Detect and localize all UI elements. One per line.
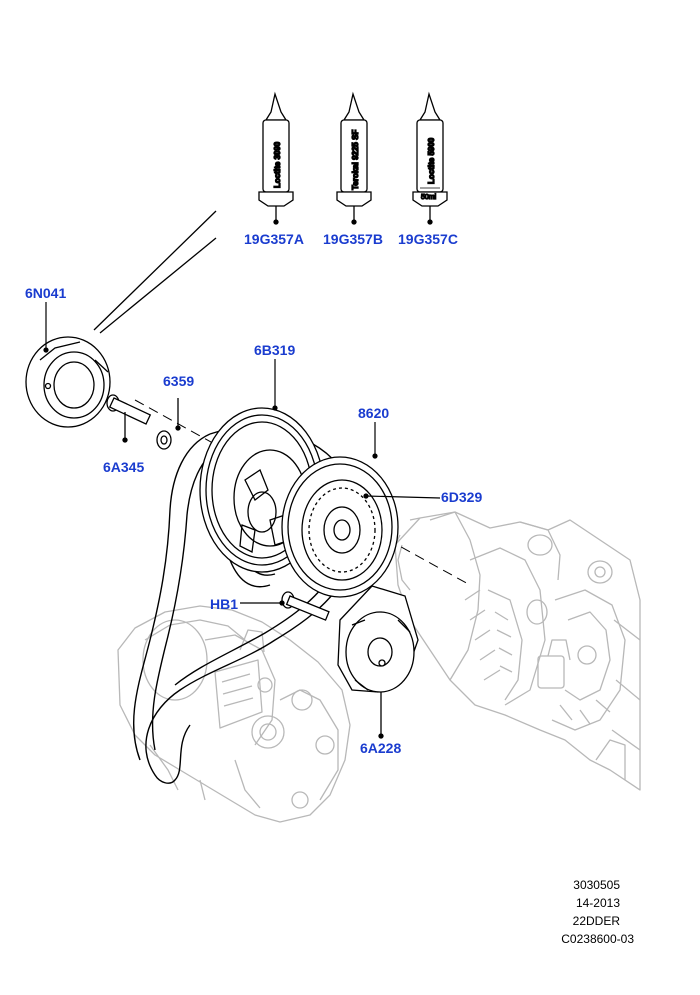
reference-line-3: 22DDER (572, 914, 620, 928)
label-6359: 6359 (163, 373, 195, 389)
leader-lines (43, 302, 441, 499)
label-6a228: 6A228 (360, 740, 402, 756)
sealant-tube-a: Loctite 3090 (258, 91, 294, 225)
label-6d329: 6D329 (441, 489, 483, 505)
label-hb1: HB1 (210, 596, 239, 612)
label-19g357c: 19G357C (398, 231, 458, 247)
label-19g357b: 19G357B (323, 231, 383, 247)
belt-tensioner (337, 585, 419, 739)
reference-line-1: 3030505 (573, 878, 620, 892)
tube-c-text: Loctite 5900 (427, 137, 436, 184)
crankshaft-seal (25, 336, 111, 428)
label-8620: 8620 (358, 405, 390, 421)
tube-a-text: Loctite 3090 (273, 141, 282, 188)
sealant-tube-b: Terokal 9225 SF (336, 91, 372, 225)
label-6n041: 6N041 (25, 285, 67, 301)
tensioner-bolt (240, 591, 330, 621)
washer (156, 398, 181, 450)
pulley-bolt (106, 394, 152, 443)
compressor-ghost (117, 605, 351, 823)
vibration-damper (281, 456, 399, 598)
tube-b-text: Terokal 9225 SF (351, 130, 360, 190)
label-6a345: 6A345 (103, 459, 145, 475)
reference-lines (93, 210, 217, 334)
reference-line-2: 14-2013 (575, 896, 620, 910)
label-6b319: 6B319 (254, 342, 296, 358)
sealant-tube-c: Loctite 5900 50ml (412, 91, 448, 225)
reference-line-4: C0238600-03 (561, 932, 634, 946)
label-19g357a: 19G357A (244, 231, 304, 247)
alternator-ghost (394, 511, 641, 791)
tube-c-volume: 50ml (421, 194, 437, 201)
